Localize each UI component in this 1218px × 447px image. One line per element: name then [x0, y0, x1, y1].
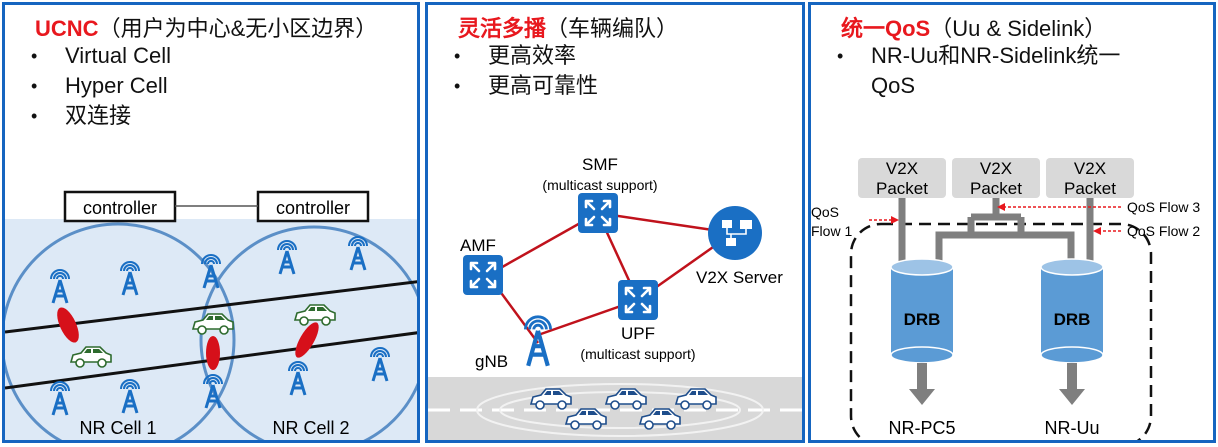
panel2-bullets: 更高效率 更高可靠性: [454, 41, 598, 101]
panel1-title-red: UCNC: [35, 16, 99, 41]
panel1-title: UCNC（用户为中心&无小区边界）: [35, 11, 377, 43]
bullet-item: 更高效率: [454, 41, 598, 71]
v2x-server-label: V2X Server: [696, 268, 783, 287]
packet-label-line1: V2X: [886, 159, 918, 178]
drb-left-label: DRB: [904, 310, 941, 329]
controller-box-right: [256, 190, 370, 223]
nr-pc5-label: NR-PC5: [888, 418, 955, 438]
qos-diagram: V2X Packet V2X Packet V2X Packet DRB DRB: [811, 158, 1200, 440]
nr-cell-1-label: NR Cell 1: [79, 418, 156, 438]
beam-ellipse: [295, 322, 319, 358]
panel3-title-red: 统一QoS: [841, 16, 931, 41]
panel3-bullets: NR-Uu和NR-Sidelink统一 QoS: [837, 41, 1120, 101]
v2x-packet-box: [1046, 158, 1134, 198]
panel3-title: 统一QoS（Uu & Sidelink）: [841, 11, 1106, 43]
arrow-icon: [1093, 227, 1101, 235]
arrow-icon: [891, 216, 899, 224]
drb-right-cylinder: [1040, 258, 1104, 364]
packet-label-line2: Packet: [1064, 179, 1116, 198]
smf-sub-label: (multicast support): [542, 177, 657, 193]
packet-label-line2: Packet: [876, 179, 928, 198]
qos-flow1-label-line1: QoS: [811, 204, 839, 220]
bullet-item: 双连接: [31, 101, 171, 131]
beam-ellipse: [206, 336, 220, 370]
packet-label-line1: V2X: [1074, 159, 1106, 178]
bullet-item: 更高可靠性: [454, 71, 598, 101]
upf-router-icon: [616, 278, 660, 322]
upf-sub-label: (multicast support): [580, 346, 695, 362]
ue-dashed-container: [849, 222, 1153, 440]
smf-label: SMF: [582, 155, 618, 174]
ucnc-panel: UCNC（用户为中心&无小区边界） Virtual Cell Hyper Cel…: [2, 2, 420, 443]
qos-flow3-label: QoS Flow 3: [1127, 199, 1200, 215]
panel1-title-rest: （用户为中心&无小区边界）: [98, 16, 378, 41]
bullet-item: Virtual Cell: [31, 41, 171, 71]
bullet-item: Hyper Cell: [31, 71, 171, 101]
multicast-diagram: SMF (multicast support) AMF UPF (multica…: [428, 155, 802, 440]
platoon-ring-outer: [476, 383, 764, 437]
nr-uu-label: NR-Uu: [1044, 418, 1099, 438]
drb-right-label: DRB: [1054, 310, 1091, 329]
amf-label: AMF: [460, 236, 496, 255]
gnb-tower-icon: [524, 315, 552, 367]
bullet-line-2: QoS: [871, 73, 916, 98]
panel2-title: 灵活多播（车辆编队）: [458, 11, 678, 43]
nr-cell-1-circle: [5, 222, 236, 440]
qos-flow1-label-line2: Flow 1: [811, 223, 852, 239]
panel1-bullets: Virtual Cell Hyper Cell 双连接: [31, 41, 171, 131]
v2x-packet-box: [858, 158, 946, 198]
nr-cell-2-circle: [199, 225, 417, 440]
bullet-line-1: NR-Uu和NR-Sidelink统一: [871, 43, 1121, 68]
v2x-packet-box: [952, 158, 1040, 198]
panel2-title-red: 灵活多播: [458, 16, 547, 41]
packet-label-line1: V2X: [980, 159, 1012, 178]
gnb-label: gNB: [475, 352, 508, 371]
qos-flow2-label: QoS Flow 2: [1127, 223, 1200, 239]
packet-label-line2: Packet: [970, 179, 1022, 198]
panel3-title-rest: （Uu & Sidelink）: [930, 16, 1107, 41]
controller-box-left: [63, 190, 177, 223]
qos-panel: 统一QoS（Uu & Sidelink） NR-Uu和NR-Sidelink统一…: [808, 2, 1216, 443]
nr-cell-2-label: NR Cell 2: [272, 418, 349, 438]
controller-right-label: controller: [276, 198, 350, 218]
bullet-item: NR-Uu和NR-Sidelink统一 QoS: [837, 41, 1120, 101]
controller-left-label: controller: [83, 198, 157, 218]
multicast-panel: 灵活多播（车辆编队） 更高效率 更高可靠性: [425, 2, 805, 443]
beam-ellipse: [57, 307, 79, 343]
ucnc-diagram: controller controller NR Cell 1 NR Cell …: [5, 190, 417, 440]
drb-left-cylinder: [890, 258, 954, 364]
down-arrow-icon: [1059, 363, 1085, 405]
amf-router-icon: [461, 253, 505, 297]
smf-router-icon: [576, 191, 620, 235]
down-arrow-icon: [909, 363, 935, 405]
upf-label: UPF: [621, 324, 655, 343]
panel2-title-rest: （车辆编队）: [546, 16, 679, 41]
arrow-icon: [997, 203, 1005, 211]
v2x-server-icon: [708, 206, 762, 260]
qos-flow-pipes: [898, 198, 1094, 267]
